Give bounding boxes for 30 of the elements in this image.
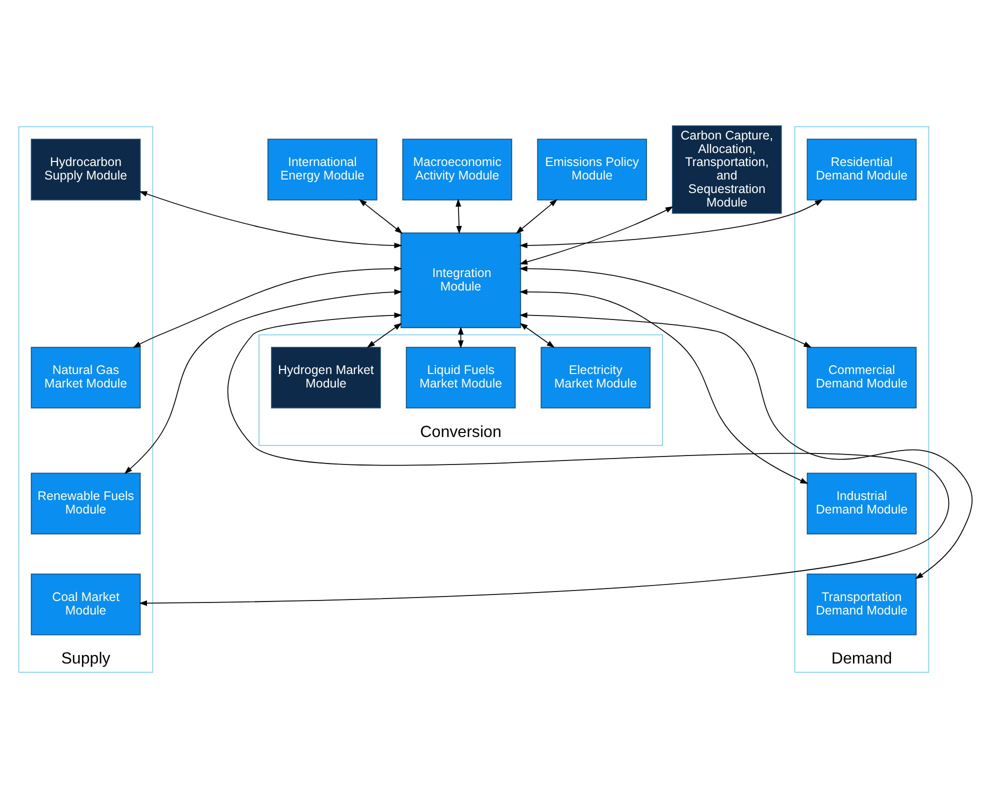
node-box: Renewable Fuels Module (30, 472, 141, 534)
node-box: Hydrocarbon Supply Module (30, 138, 141, 200)
node-box: Residential Demand Module (806, 138, 917, 200)
arrow (520, 322, 555, 348)
node-box: Coal Market Module (30, 574, 141, 636)
arrow (358, 199, 403, 234)
arrow (138, 312, 950, 606)
node-box: Commercial Demand Module (806, 346, 917, 408)
arrow (519, 266, 812, 348)
node-box: Macroeconomic Activity Module (402, 138, 512, 200)
arrow (519, 206, 674, 265)
arrow (366, 322, 402, 348)
node-box: Emissions Policy Module (537, 138, 647, 200)
arrow (456, 198, 462, 234)
arrow (519, 289, 808, 484)
arrow (124, 289, 402, 474)
node-box: Transportation Demand Module (806, 574, 917, 636)
node-box: Industrial Demand Module (806, 472, 917, 534)
node-box: Carbon Capture, Allocation, Transportation, and Sequestration Module (672, 125, 782, 214)
arrow (516, 199, 558, 234)
node-box: Natural Gas Market Module (30, 346, 141, 408)
node-box: Liquid Fuels Market Module (406, 346, 516, 408)
arrow (458, 326, 464, 348)
arrow (519, 312, 972, 580)
arrow (139, 191, 402, 248)
node-box: Hydrogen Market Module (271, 346, 381, 408)
arrow (519, 199, 823, 248)
node-box: Electricity Market Module (540, 346, 651, 408)
node-box: International Energy Module (267, 138, 378, 200)
arrow (132, 266, 402, 348)
